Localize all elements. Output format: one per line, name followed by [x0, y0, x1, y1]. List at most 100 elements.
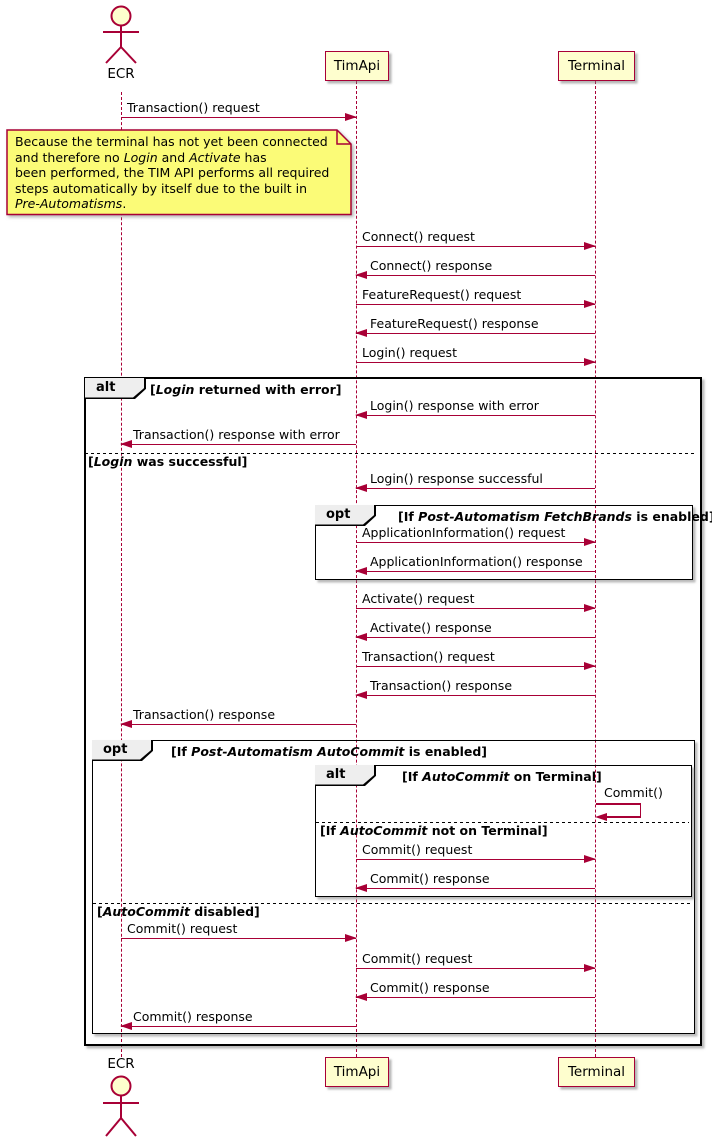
actor-figure-top [103, 5, 139, 64]
note-shape [6, 129, 352, 216]
arrow-line [120, 1022, 356, 1030]
arrow-line [356, 604, 596, 612]
message-transaction-response-error: Transaction() response with error [120, 426, 356, 448]
arrow-line [355, 411, 595, 419]
guard-text-italic: Post-Automatism AutoCommit [191, 744, 405, 759]
message-transaction-response-2: Transaction() response [355, 677, 595, 699]
lifeline-terminal [595, 81, 596, 1057]
opt-frame-guard: [If Post-Automatism FetchBrands is enabl… [398, 507, 712, 527]
guard-text: [If [398, 509, 419, 524]
actor-label-ecr-bottom: ECR [107, 1056, 135, 1072]
guard-text-italic: Login [155, 382, 195, 397]
message-commit-request-forward: Commit() request [356, 950, 596, 972]
arrowhead [584, 855, 596, 863]
guard-text: [If [320, 823, 341, 838]
guard-text: was successful] [132, 454, 248, 469]
arrowhead [345, 113, 357, 121]
arrow-line [355, 484, 595, 492]
message-label: Commit() request [127, 921, 238, 936]
guard-text: [If [402, 769, 423, 784]
message-label: Transaction() response [133, 707, 276, 722]
guard-text: [ [150, 382, 156, 397]
self-arrow-top [596, 803, 641, 805]
message-transaction-request-2: Transaction() request [356, 648, 596, 670]
arrow-line [356, 358, 596, 366]
participant-timapi-bottom: TimApi [325, 1057, 389, 1087]
message-connect-request: Connect() request [356, 228, 596, 250]
message-label: Commit() response [370, 980, 490, 995]
arrow-line [355, 993, 595, 1001]
note-line: steps automatically by itself due to the… [15, 180, 308, 196]
message-label: Transaction() request [362, 649, 495, 664]
message-label: FeatureRequest() response [370, 316, 539, 331]
participant-terminal-bottom: Terminal [558, 1057, 635, 1087]
message-label: Transaction() response with error [133, 427, 340, 442]
message-label: Connect() response [370, 258, 493, 273]
alt-frame-label: alt [85, 378, 144, 398]
arrow-line [355, 691, 595, 699]
arrowhead [584, 538, 596, 546]
alt-frame-label: alt [315, 765, 374, 785]
arrowhead [120, 720, 132, 728]
note: Because the terminal has not yet been co… [15, 134, 345, 212]
opt-frame-autocommit: opt [If Post-Automatism AutoCommit is en… [92, 740, 695, 1034]
arrow-line [120, 440, 356, 448]
guard-text-italic: Post-Automatism FetchBrands [418, 509, 632, 524]
guard-text-italic: AutoCommit [422, 769, 510, 784]
alt-frame-tag: alt [315, 765, 376, 786]
arrow-line [121, 113, 357, 121]
alt-divider-guard: [If AutoCommit not on Terminal] [320, 823, 548, 838]
message-label: Commit() request [362, 842, 473, 857]
lifeline-ecr [120, 92, 122, 1057]
arrow-line [356, 662, 596, 670]
message-transaction-response-ecr: Transaction() response [120, 706, 356, 728]
guard-text: on Terminal] [509, 769, 602, 784]
message-commit-self-label: Commit() [604, 785, 663, 800]
message-login-response-error: Login() response with error [355, 397, 595, 419]
guard-text: not on Terminal] [427, 823, 548, 838]
opt-frame-tag: opt [315, 505, 376, 526]
guard-text: [If [171, 744, 192, 759]
guard-text-italic: AutoCommit [102, 904, 190, 919]
alt-divider-guard: [Login was successful] [88, 454, 247, 469]
arrow-line [355, 633, 595, 641]
arrow-line [355, 271, 595, 279]
message-label: Activate() request [362, 591, 475, 606]
alt-frame-guard: [Login returned with error] [150, 380, 341, 400]
note-line: been performed, the TIM API performs all… [15, 165, 330, 181]
guard-text: [ [97, 904, 103, 919]
arrowhead [120, 1022, 132, 1030]
alt-frame-tag: alt [85, 378, 146, 399]
alt-frame-guard: [If AutoCommit on Terminal] [402, 767, 602, 787]
arrowhead [584, 662, 596, 670]
message-login-request: Login() request [356, 344, 596, 366]
guard-text: disabled] [189, 904, 260, 919]
arrowhead [355, 329, 367, 337]
message-commit-request-ecr: Commit() request [121, 920, 357, 942]
opt-divider-guard: [AutoCommit disabled] [97, 904, 260, 919]
arrowhead [120, 440, 132, 448]
arrowhead [345, 934, 357, 942]
message-login-response-successful: Login() response successful [355, 470, 595, 492]
message-label: Activate() response [370, 620, 492, 635]
alt-divider-login-success [85, 453, 697, 454]
guard-text: [ [88, 454, 94, 469]
opt-frame-fetchbrands: opt [If Post-Automatism FetchBrands is e… [315, 505, 712, 580]
message-commit-request-terminal: Commit() request [356, 841, 596, 863]
message-label: Commit() request [362, 951, 473, 966]
message-label: ApplicationInformation() request [362, 525, 566, 540]
participant-timapi-top: TimApi [325, 51, 389, 81]
message-activate-response: Activate() response [355, 619, 595, 641]
arrowhead [355, 411, 367, 419]
message-label: Login() request [362, 345, 457, 360]
arrow-line [355, 884, 595, 892]
arrow-line [356, 538, 596, 546]
self-arrow-side [639, 803, 641, 817]
message-label: Login() response with error [370, 398, 539, 413]
guard-text-italic: AutoCommit [340, 823, 428, 838]
alt-divider-not-on-terminal [316, 822, 689, 823]
message-label: Commit() response [370, 871, 490, 886]
arrow-line [356, 964, 596, 972]
message-label: Commit() response [133, 1009, 253, 1024]
